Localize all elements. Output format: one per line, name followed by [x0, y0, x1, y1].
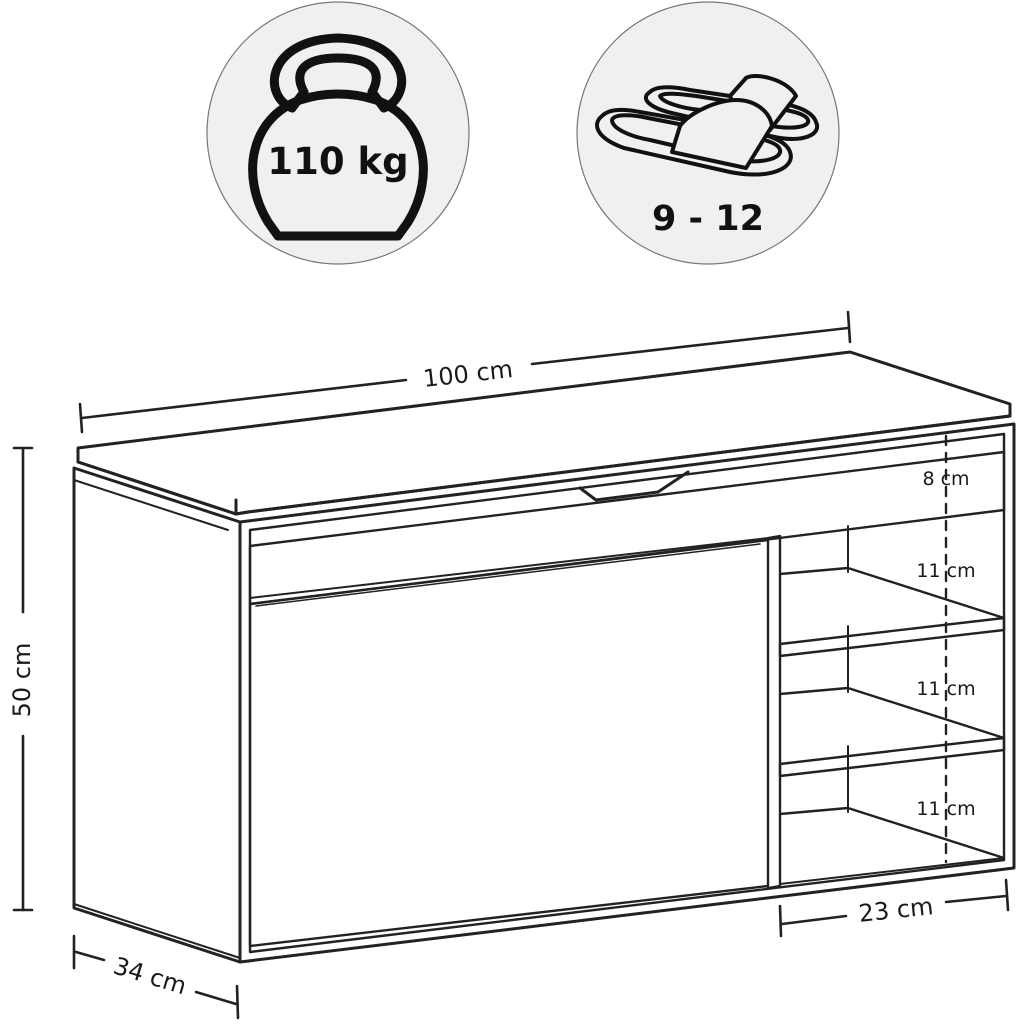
compartment-3-label: 11 cm [916, 678, 975, 700]
width-label: 100 cm [422, 355, 515, 393]
height-label: 50 cm [8, 643, 36, 718]
shelf-2 [778, 686, 1006, 778]
slippers-icon [595, 74, 820, 177]
badge-circle [206, 1, 470, 265]
load-capacity-badge: 110 kg [206, 1, 470, 265]
load-capacity-label: 110 kg [267, 140, 408, 183]
shoe-capacity-badge: 9 - 12 [576, 1, 840, 265]
dimension-lines [12, 310, 1010, 1020]
center-divider [766, 534, 782, 890]
left-side-panel [72, 466, 242, 964]
shelf-1 [778, 566, 1006, 658]
sliding-door [248, 538, 770, 948]
compartment-2-label: 11 cm [916, 560, 975, 582]
shelf-bottom [778, 806, 1006, 860]
shoe-bench-drawing [72, 350, 1016, 964]
compartment-4-label: 11 cm [916, 798, 975, 820]
shelf-width-label: 23 cm [857, 892, 934, 928]
top-flap [248, 450, 1006, 606]
shoe-capacity-label: 9 - 12 [652, 199, 764, 239]
kettlebell-icon [248, 33, 428, 241]
compartment-1-label: 8 cm [922, 468, 969, 490]
lid-handle [578, 470, 690, 502]
front-frame [238, 422, 1016, 964]
depth-label: 34 cm [110, 952, 190, 1001]
